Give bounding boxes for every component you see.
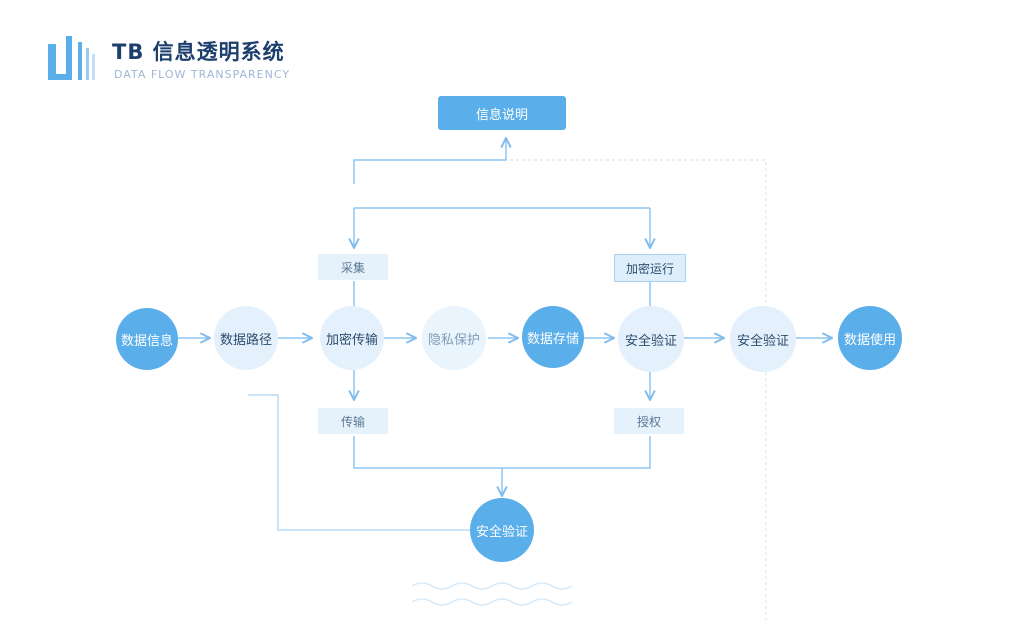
logo-icon — [46, 34, 102, 82]
encrypt-run-box: 加密运行 — [614, 254, 686, 282]
flow-node-data-info: 数据信息 — [116, 308, 178, 370]
flow-node-security-check-2: 安全验证 — [730, 306, 796, 372]
flow-node-data-path: 数据路径 — [214, 306, 278, 370]
flow-node-encrypt-transfer: 加密传输 — [320, 306, 384, 370]
app-subtitle: DATA FLOW TRANSPARENCY — [114, 68, 291, 81]
transfer-box: 传输 — [318, 408, 388, 434]
flow-node-bottom-security: 安全验证 — [470, 498, 534, 562]
wave-decoration — [411, 582, 573, 606]
flow-node-data-storage: 数据存储 — [522, 306, 584, 368]
app-title: TB 信息透明系统 — [112, 40, 285, 64]
authorize-box: 授权 — [614, 408, 684, 434]
flow-node-data-usage: 数据使用 — [838, 306, 902, 370]
info-description-box[interactable]: 信息说明 — [438, 96, 566, 130]
flow-node-privacy: 隐私保护 — [422, 306, 486, 370]
flow-node-security-check-1: 安全验证 — [618, 306, 684, 372]
collect-box: 采集 — [318, 254, 388, 280]
